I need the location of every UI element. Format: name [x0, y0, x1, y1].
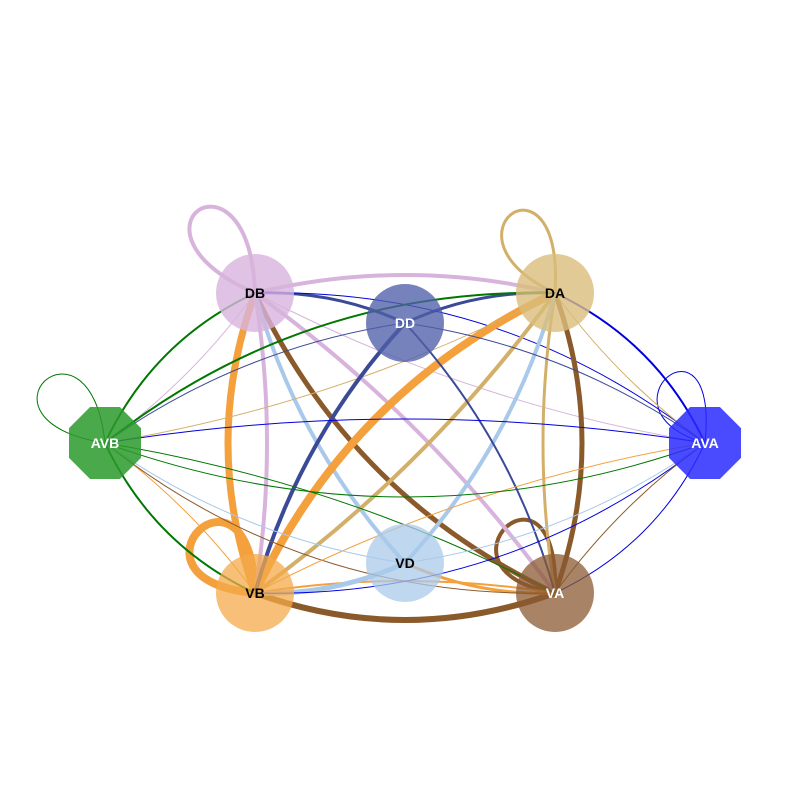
edge-vb-ava: [254, 442, 706, 594]
node-va-label: VA: [546, 585, 564, 601]
edge-avb-ava: [104, 418, 706, 444]
edge-db-da: [253, 273, 557, 295]
edge-va-avb: [104, 442, 556, 594]
node-db: DB: [216, 254, 294, 332]
node-da-shape: [516, 254, 594, 332]
node-layer: DB DD DA AVB AVA VD VB VA: [69, 254, 741, 632]
edge-layer: [36, 204, 707, 623]
edge-db-vb: [253, 291, 269, 595]
edge-da-vb: [253, 291, 557, 595]
node-vd-shape: [366, 524, 444, 602]
node-va: VA: [516, 554, 594, 632]
node-ava-shape: [669, 407, 741, 479]
edge-dd-vb: [253, 321, 407, 595]
edge-avb-ava: [104, 442, 706, 498]
edge-db-vb: [224, 289, 259, 597]
edge-db-vd: [253, 291, 407, 565]
node-dd-label: DD: [395, 315, 415, 331]
node-ava: AVA: [669, 407, 741, 479]
node-da-label: DA: [545, 285, 565, 301]
edge-dd-avb: [104, 322, 406, 444]
edge-dd-va: [404, 322, 556, 594]
edge-db-va: [252, 290, 558, 596]
edge-da-avb: [104, 291, 556, 444]
edge-avb-avb: [36, 373, 106, 444]
node-vd: VD: [366, 524, 444, 602]
edge-da-vd: [403, 291, 557, 565]
edge-da-vb: [251, 289, 559, 597]
edge-vd-ava: [404, 442, 706, 564]
edge-vd-avb: [104, 442, 406, 564]
node-dd-shape: [366, 284, 444, 362]
node-vb-label: VB: [245, 585, 264, 601]
node-vb: VB: [216, 554, 294, 632]
node-db-shape: [216, 254, 294, 332]
node-da: DA: [516, 254, 594, 332]
node-avb-shape: [69, 407, 141, 479]
node-db-label: DB: [245, 285, 265, 301]
edge-vb-va: [252, 590, 558, 623]
edge-dd-ava: [404, 322, 706, 444]
edge-da-va: [552, 290, 585, 596]
edge-db-ava: [254, 292, 706, 444]
node-avb: AVB: [69, 407, 141, 479]
node-ava-label: AVA: [691, 435, 718, 451]
edge-da-avb: [104, 292, 556, 444]
node-vb-shape: [216, 554, 294, 632]
edge-vb-ava: [254, 442, 706, 594]
edge-va-avb: [104, 442, 556, 594]
edge-vb-vb: [185, 518, 259, 597]
node-vd-label: VD: [395, 555, 414, 571]
edge-da-da: [500, 208, 558, 295]
node-va-shape: [516, 554, 594, 632]
edge-db-va: [253, 291, 557, 595]
node-avb-label: AVB: [91, 435, 120, 451]
edge-db-db: [187, 204, 257, 295]
node-dd: DD: [366, 284, 444, 362]
edge-da-va: [541, 291, 557, 595]
